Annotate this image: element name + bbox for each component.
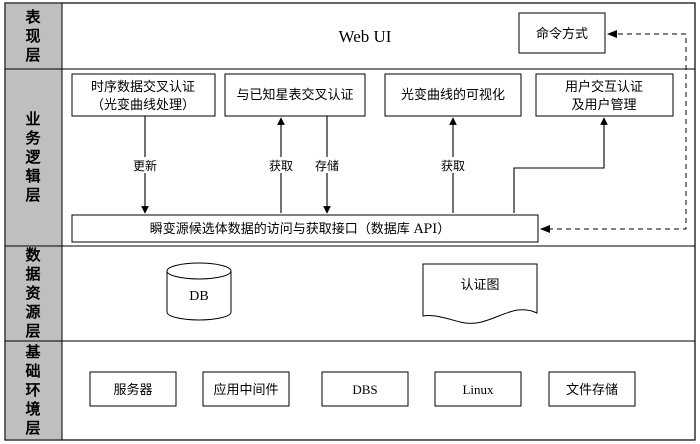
command-box xyxy=(518,12,606,54)
box-visualization-label: 光变曲线的可视化 xyxy=(401,87,505,103)
infra-box-dbs xyxy=(321,371,409,407)
layer-label-column xyxy=(4,2,63,441)
dashed-connector xyxy=(541,33,687,230)
box-catalog-label: 与已知星表交叉认证 xyxy=(236,87,353,103)
dashed-arrowhead-command xyxy=(607,30,617,38)
label-update: 更新 xyxy=(133,158,157,173)
layer-dividers xyxy=(62,68,695,342)
infra-box-middleware xyxy=(202,371,290,407)
db-cylinder xyxy=(166,262,232,321)
api-bar xyxy=(71,214,539,243)
layer-name-presentation: 表现层 xyxy=(25,8,41,64)
label-fetch-2: 获取 xyxy=(441,159,465,173)
box-timeseries-line1: 时序数据交叉认证 xyxy=(91,79,195,95)
box-user-line1: 用户交互认证 xyxy=(565,79,643,95)
arrow-labels: 更新 获取 存储 获取 xyxy=(128,157,470,173)
cert-map-document-shape xyxy=(422,263,538,324)
layer-name-infrastructure: 基础环境层 xyxy=(24,343,41,437)
label-fetch-1: 获取 xyxy=(269,159,293,173)
business-arrows xyxy=(141,116,608,214)
infra-box-linux xyxy=(434,371,522,407)
infra-label-middleware: 应用中间件 xyxy=(213,382,278,398)
layer-name-business: 业务逻辑层 xyxy=(25,110,41,204)
api-label: 瞬变源候选体数据的访问与获取接口（数据库 API） xyxy=(150,221,450,237)
infra-row: 服务器 应用中间件 DBS Linux 文件存储 xyxy=(89,371,636,407)
layer-name-data-resource: 数据资源层 xyxy=(25,246,41,340)
web-ui-label: Web UI xyxy=(339,27,392,46)
infra-label-file-storage: 文件存储 xyxy=(566,383,618,398)
db-label: DB xyxy=(189,289,208,304)
infra-label-server: 服务器 xyxy=(113,382,152,398)
box-lightcurve-visualization xyxy=(384,73,522,117)
arrow-user-link xyxy=(513,117,608,213)
infra-label-dbs: DBS xyxy=(352,382,377,397)
cert-map-label: 认证图 xyxy=(460,278,499,293)
box-timeseries-crossmatch xyxy=(71,73,216,117)
infra-label-linux: Linux xyxy=(462,382,494,397)
box-user-management xyxy=(535,73,674,117)
infra-box-file-storage xyxy=(548,371,636,407)
box-user-line2: 及用户管理 xyxy=(571,97,636,113)
command-label: 命令方式 xyxy=(536,26,588,42)
infra-box-server xyxy=(89,371,177,407)
label-store: 存储 xyxy=(315,158,339,173)
box-catalog-crossmatch xyxy=(224,73,366,117)
dashed-arrowhead-api xyxy=(540,225,550,233)
box-timeseries-line2: （光变曲线处理） xyxy=(91,97,195,113)
